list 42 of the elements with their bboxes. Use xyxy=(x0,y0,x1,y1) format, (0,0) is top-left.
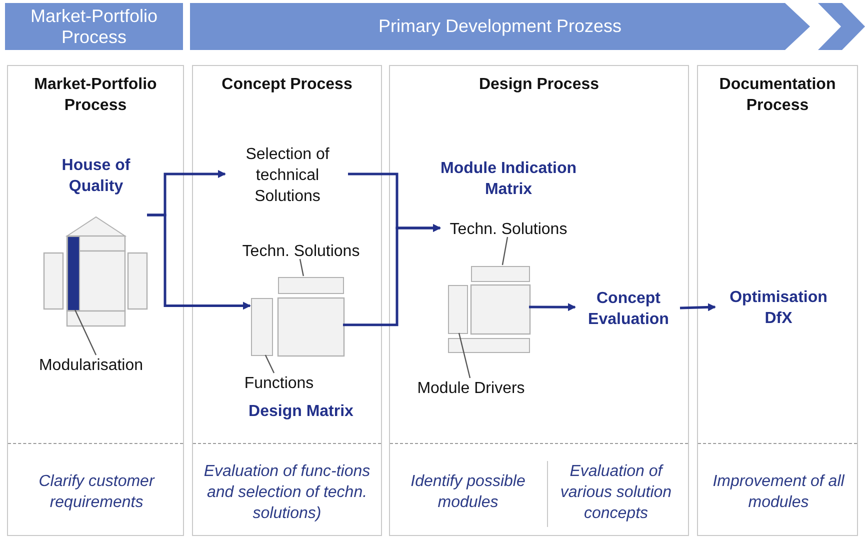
description-text: Clarify customer requirements xyxy=(38,472,156,513)
callout-label: Module Drivers xyxy=(409,379,533,397)
method-title: Module Indication Matrix xyxy=(421,158,596,200)
matrix-header-bar xyxy=(471,266,530,282)
description-text: Evaluation of various solution concepts xyxy=(559,462,673,524)
column-heading: Concept Process xyxy=(220,75,354,95)
leader-line xyxy=(502,236,508,266)
leader-line xyxy=(264,354,275,374)
process-column xyxy=(389,65,689,536)
process-column xyxy=(7,65,184,536)
arrow xyxy=(147,214,251,310)
arrow xyxy=(343,224,441,326)
description-text: Improvement of all modules xyxy=(712,472,846,513)
description-text: Identify possible modules xyxy=(410,472,526,513)
method-title: Design Matrix xyxy=(241,401,361,421)
callout-label: Modularisation xyxy=(31,356,151,374)
arrow xyxy=(529,303,576,312)
column-heading: Market-Portfolio Process xyxy=(33,75,158,116)
callout-label: Techn. Solutions xyxy=(234,242,368,260)
matrix-drawing xyxy=(44,216,148,327)
method-title: Concept Evaluation xyxy=(576,287,681,331)
matrix-side-bar xyxy=(251,298,273,356)
step-text: Selection of technical Solutions xyxy=(226,144,349,206)
process-column xyxy=(192,65,382,536)
matrix-side-bar xyxy=(448,285,468,334)
highlighted-column-bar xyxy=(67,236,80,311)
leader-line xyxy=(299,258,304,276)
method-title: Optimisation DfX xyxy=(716,286,841,330)
method-title: House of Quality xyxy=(41,153,151,198)
column-heading: Documentation Process xyxy=(718,75,837,116)
callout-label: Functions xyxy=(239,374,319,392)
description-text: Evaluation of func-tions and selection of techn. solutions) xyxy=(202,462,372,524)
banner-title: Market-Portfolio Process xyxy=(29,6,159,48)
arrow xyxy=(680,303,716,312)
process-column xyxy=(697,65,858,536)
banner-title: Primary Development Prozess xyxy=(378,16,622,37)
column-heading: Design Process xyxy=(478,75,600,95)
phase-banner xyxy=(5,3,183,50)
chevron-arrow xyxy=(818,3,865,50)
callout-label: Techn. Solutions xyxy=(441,220,576,238)
phase-arrow-banner xyxy=(190,3,810,50)
matrix-header-bar xyxy=(278,277,344,294)
